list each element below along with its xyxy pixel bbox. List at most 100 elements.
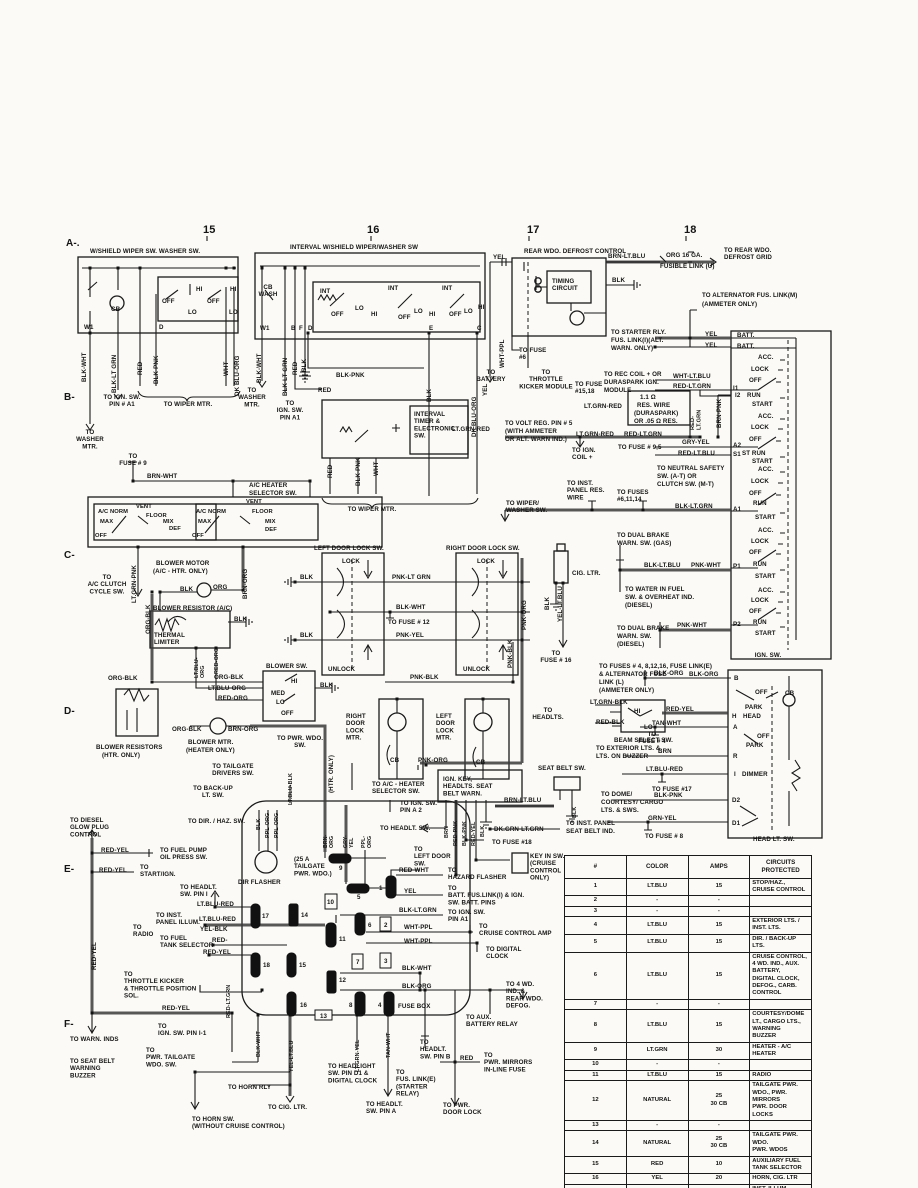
diagram-label: BLK [300,574,313,581]
ignition-switch-box [730,330,832,660]
blower-motor-ac-icon [196,582,212,598]
diagram-label: BRN [658,748,672,755]
diagram-label: BATT. [737,332,755,339]
diagram-label: TO CIG. LTR. [268,1104,307,1111]
diagram-label: W1 [260,325,270,332]
diagram-label: PNK-YEL [396,632,424,639]
diagram-label: YEL [493,254,505,261]
diagram-label: CLUTCH SW. (M-T) [657,481,714,488]
diagram-label: B [734,675,739,682]
diagram-label: BLK [234,616,247,623]
diagram-label: D [308,325,313,332]
diagram-label: BLK [612,277,625,284]
defrost-lamp-icon [569,310,585,326]
diagram-label: WHT [373,461,380,476]
diagram-label: INT [388,285,398,292]
diagram-label: BLK-ORG [689,671,719,678]
diagram-label: YEL [705,342,717,349]
diagram-label: TO INST.PANEL ILLUM. [156,912,200,926]
diagram-label: TO FUSE # 8 [645,833,684,840]
fuse-table-header: AMPS [687,855,751,879]
diagram-label: LT.BLU-ORG [194,657,206,678]
diagram-label: RED-LT.GRN [226,985,232,1018]
diagram-label: D [159,324,164,331]
diagram-label: (HTR. ONLY) [328,755,335,793]
diagram-label: RED-WHT [399,867,429,874]
diagram-label: WHT-LT.BLU [673,373,711,380]
diagram-label: SEAT BELT IND. [566,828,615,835]
diagram-label: 16 [367,224,379,236]
diagram-label: YEL [404,888,416,895]
fuse-table-cell: 6 [564,951,627,1000]
diagram-label: INT [442,285,452,292]
diagram-label: RUN [747,392,761,399]
diagram-label: UNLOCK [463,666,490,673]
seat-belt-switch [553,776,581,791]
diagram-label: MODULE [604,387,631,394]
left-door-lock-switch-box [321,552,385,676]
diagram-label: ORG 16 GA. [666,252,703,259]
diagram-label: TO FUSE#6 [519,347,546,361]
diagram-label: DURASPARK IGN. [604,379,659,386]
fuse-slot-2 [379,916,392,932]
diagram-label: TO NEUTRAL SAFETY [657,465,725,472]
diagram-label: (AMMETER ONLY) [702,301,757,308]
diagram-label: I2 [735,392,741,399]
diagram-label: & ALTERNATOR FUSE [599,671,666,678]
diagram-label: YEL-LT.BLU [289,1041,295,1072]
diagram-label: ACC. [758,527,774,534]
diagram-label: OFF [207,298,220,305]
fuse-table-cell: - [625,1059,689,1071]
fuse-table-cell: 15 [687,1069,751,1082]
fuse-table-cell [749,905,812,918]
fuse-table-cell: 3 [564,905,627,918]
diagram-label: YEL [705,331,717,338]
diagram-label: RED-BLK [596,719,625,726]
fuse-16 [286,991,297,1017]
diagram-label: FUS. LINK(I)(ALT. [611,337,664,344]
diagram-label: 14 [301,912,309,919]
diagram-label: MAX [198,519,211,525]
fuse-table-row: 3-- [564,905,812,918]
diagram-label: OFF [749,377,762,384]
diagram-label: 1 [379,885,383,892]
diagram-label: LOCK [751,597,769,604]
right-door-motor-icon [387,712,407,732]
diagram-label: CB [390,757,400,764]
diagram-label: BLK-WHT [402,965,432,972]
fuse-table-cell: 4 [564,916,627,935]
diagram-label: B [291,325,296,332]
dir-flasher-icon [254,850,278,874]
diagram-label: D2 [732,797,741,804]
diagram-label: BLK-LT GRN [111,354,118,393]
timing-coil-icon [534,277,542,285]
fuse-table-cell: 16 [564,1173,627,1185]
diagram-label: BATT. [737,343,755,350]
diagram-label: 3 [384,958,388,965]
diagram-label: WHT-PPL [404,938,433,945]
diagram-label: VENT [136,504,152,510]
diagram-label: A-. [66,238,80,249]
diagram-label: DEF [265,527,277,533]
diagram-label: FLOOR [252,509,273,515]
diagram-label: ORG-BLK [172,726,202,733]
diagram-label: HEAD LT. SW. [753,836,795,843]
diagram-label: A/C NORM [196,509,226,515]
diagram-label: OFF [749,436,762,443]
fuse-table-cell: 2 [564,895,627,907]
